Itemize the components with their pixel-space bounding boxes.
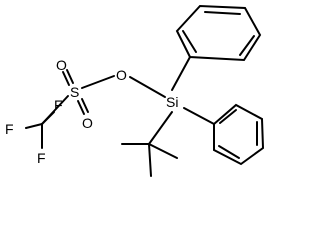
bond-si-phenyl-upper (171, 56, 191, 91)
phenyl-lower-double-3 (218, 145, 240, 159)
triflyl-group (25, 69, 115, 149)
bond-c-f1 (25, 123, 43, 129)
phenyl-upper-double-3 (239, 35, 255, 56)
atom-label-f-right: F (54, 97, 63, 113)
bond-s-o-bottom-a (77, 100, 85, 115)
bond-si-quaternary-c (148, 111, 173, 145)
phenyl-upper-ring (175, 4, 262, 62)
atom-label-oxygen-ester: O (116, 67, 127, 83)
tert-butyl-group (121, 111, 178, 177)
phenyl-ring-lower (183, 103, 265, 166)
phenyl-upper-double-1 (182, 30, 197, 53)
atom-labels: F F F S O O O Si (5, 57, 178, 166)
atom-label-f-bottom: F (37, 150, 46, 166)
atom-label-oxygen-bottom: O (82, 115, 93, 131)
phenyl-lower-ring (213, 103, 265, 166)
atom-label-silicon: Si (166, 94, 178, 110)
bond-c-s (41, 95, 69, 125)
bond-tbu-methyl-3 (148, 143, 178, 159)
bond-s-o-top-a (62, 71, 70, 86)
bond-si-phenyl-lower (183, 107, 215, 125)
bond-o-si (129, 76, 166, 98)
atom-label-f-left: F (5, 121, 14, 137)
chemical-structure-diagram: F F F S O O O Si (5, 4, 265, 177)
atom-label-sulfur: S (70, 84, 79, 100)
atom-label-oxygen-top: O (56, 57, 67, 73)
phenyl-lower-double-1 (219, 109, 237, 124)
phenyl-ring-upper (171, 4, 262, 91)
bond-s-o-ester (81, 75, 115, 89)
bond-s-o-bottom-b (81, 98, 89, 113)
bond-s-o-top-b (66, 69, 74, 84)
phenyl-upper-double-2 (204, 11, 241, 15)
bond-tbu-methyl-2 (148, 143, 152, 177)
